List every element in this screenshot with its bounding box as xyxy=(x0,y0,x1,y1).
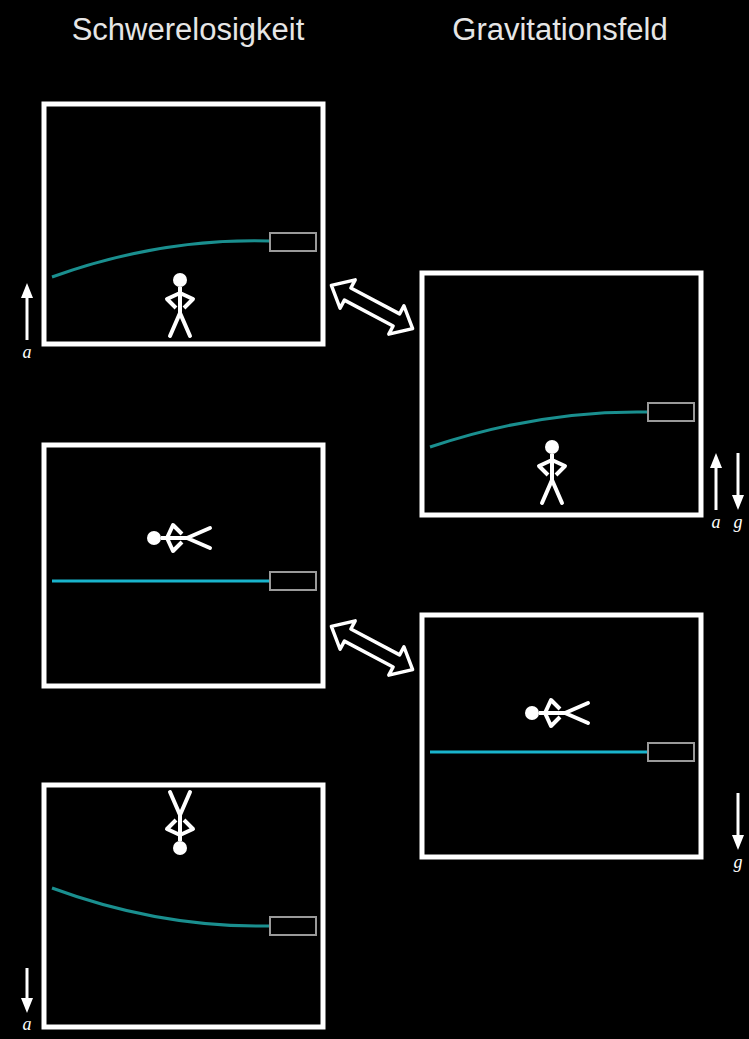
light-source xyxy=(270,233,694,935)
gravity-symbol: g xyxy=(733,853,744,873)
vector-arrow xyxy=(21,283,744,1013)
column-heading: Gravitationsfeld xyxy=(449,13,670,47)
light-beam xyxy=(52,241,648,926)
gravity-symbol: g xyxy=(733,513,744,533)
column-heading: Schwerelosigkeit xyxy=(69,13,308,47)
elevator-box xyxy=(44,104,701,1027)
acceleration-symbol: a xyxy=(22,343,33,363)
acceleration-symbol: a xyxy=(711,513,722,533)
acceleration-symbol: a xyxy=(22,1015,33,1035)
